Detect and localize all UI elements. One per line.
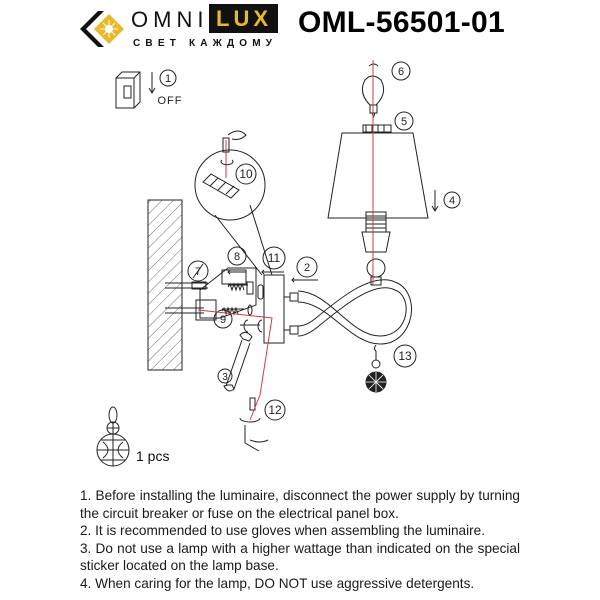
callout-4: 4 (449, 195, 455, 207)
callout-12: 12 (268, 403, 282, 417)
crystal-pendant-icon (365, 344, 387, 393)
callout-11: 11 (268, 251, 281, 265)
note-4: 4. When caring for the lamp, DO NOT use … (80, 575, 475, 591)
lampshade (327, 132, 429, 219)
brand-omni: OMNI (131, 7, 209, 32)
cable-connection-icon (239, 397, 269, 452)
terminal-block-icon (202, 130, 247, 199)
accessory-crystal-icon (96, 406, 130, 467)
circuit-breaker-icon (115, 69, 177, 109)
model-number: OML-56501-01 (298, 6, 506, 39)
header: OMNI LUX СВЕТ КАЖДОМУ OML-56501-01 (0, 0, 600, 60)
note-1: 1. Before installing the luminaire, disc… (80, 488, 520, 521)
callout-2: 2 (304, 262, 310, 274)
brand-lux: LUX (209, 4, 278, 33)
callout-10: 10 (239, 167, 253, 181)
shade-ring (362, 124, 392, 133)
wall-hatched (147, 199, 183, 371)
callout-6: 6 (398, 66, 404, 78)
lamp-arm (297, 287, 407, 337)
lamp-body (361, 211, 391, 286)
safety-notes: 1. Before installing the luminaire, disc… (80, 487, 520, 592)
callout-13: 13 (398, 349, 412, 363)
callout-5: 5 (401, 116, 407, 128)
callout-3: 3 (222, 372, 228, 383)
wrench-icon (223, 331, 253, 392)
callout-7: 7 (195, 266, 201, 278)
callout-1: 1 (165, 73, 171, 85)
brand-tagline: СВЕТ КАЖДОМУ (133, 38, 278, 49)
mounting-bracket (165, 267, 257, 321)
note-3: 3. Do not use a lamp with a higher watta… (80, 540, 520, 574)
note-2: 2. It is recommended to use gloves when … (80, 523, 485, 538)
callout-9: 9 (220, 314, 226, 326)
wall-plate (263, 274, 285, 344)
installation-diagram: 1 OFF 2 3 4 5 6 7 8 9 10 11 12 13 (96, 60, 461, 467)
callout-1-off: OFF (158, 95, 183, 107)
terminal-magnifier (194, 149, 266, 221)
omnilux-logo-icon (80, 11, 124, 47)
accessory-quantity: 1 pcs (136, 448, 170, 464)
callout-8: 8 (234, 251, 240, 263)
